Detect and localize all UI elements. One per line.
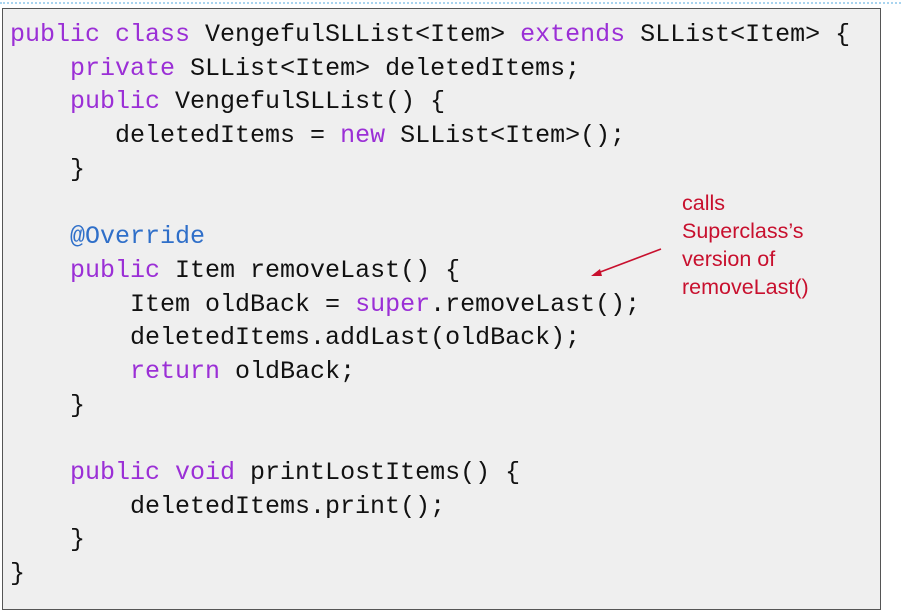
code-line: }: [10, 389, 850, 423]
code-keyword: return: [130, 356, 221, 386]
code-text: Item oldBack =: [10, 289, 356, 319]
code-line: Item oldBack = super.removeLast();: [10, 288, 850, 322]
code-text: }: [10, 559, 26, 588]
code-text: deletedItems.addLast(oldBack);: [10, 323, 581, 353]
code-text: SLList<Item> deletedItems;: [175, 53, 581, 83]
code-line: private SLList<Item> deletedItems;: [10, 52, 850, 86]
code-text: VengefulSLList() {: [160, 87, 446, 117]
code-text: printLostItems() {: [235, 457, 521, 487]
annotation-line: version of: [682, 247, 776, 271]
annotation-line: removeLast(): [682, 275, 809, 299]
code-line: return oldBack;: [10, 355, 850, 389]
code-keyword: public class: [10, 20, 191, 49]
code-text: }: [10, 154, 86, 184]
code-keyword: public: [70, 255, 161, 285]
code-text: [10, 222, 70, 251]
code-text: [10, 357, 130, 386]
code-line: public void printLostItems() {: [10, 456, 850, 490]
code-text: [10, 256, 70, 285]
code-line: deletedItems = new SLList<Item>();: [10, 119, 850, 153]
code-keyword: public: [70, 87, 161, 117]
code-keyword: public void: [70, 457, 236, 487]
annotation-line: Superclass’s: [682, 219, 804, 243]
code-line: [10, 422, 850, 456]
code-text: }: [10, 390, 86, 420]
code-line: deletedItems.print();: [10, 490, 850, 524]
code-keyword: private: [70, 53, 176, 83]
code-keyword: super: [355, 289, 431, 319]
code-keyword: extends: [520, 20, 626, 49]
slide-top-dotted-border: [0, 2, 901, 4]
code-text: [10, 54, 70, 83]
code-text: [10, 458, 70, 487]
code-line: @Override: [10, 220, 850, 254]
code-text: deletedItems.print();: [10, 491, 446, 521]
code-text: Item removeLast() {: [160, 255, 461, 285]
code-text: oldBack;: [220, 356, 356, 386]
code-slide: [2, 8, 881, 610]
code-line: public class VengefulSLList<Item> extend…: [10, 18, 850, 52]
code-text: deletedItems =: [10, 121, 341, 151]
code-text: .removeLast();: [430, 289, 641, 319]
code-keyword: new: [340, 121, 386, 151]
annotation-arrow-icon: [591, 248, 662, 276]
code-line: }: [10, 153, 850, 187]
code-block: public class VengefulSLList<Item> extend…: [10, 18, 850, 591]
code-annotation: @Override: [70, 222, 206, 252]
annotation-line: calls: [682, 191, 726, 215]
code-text: [10, 87, 70, 116]
code-text: SLList<Item>();: [385, 121, 626, 151]
annotation-note: calls Superclass’s version of removeLast…: [682, 189, 809, 301]
code-line: public Item removeLast() {: [10, 254, 850, 288]
code-text: VengefulSLList<Item>: [190, 20, 521, 49]
code-line: }: [10, 523, 850, 557]
code-line: deletedItems.addLast(oldBack);: [10, 321, 850, 355]
code-line: }: [10, 557, 850, 591]
code-line: public VengefulSLList() {: [10, 85, 850, 119]
code-text: }: [10, 525, 86, 555]
code-text: SLList<Item> {: [625, 20, 851, 49]
